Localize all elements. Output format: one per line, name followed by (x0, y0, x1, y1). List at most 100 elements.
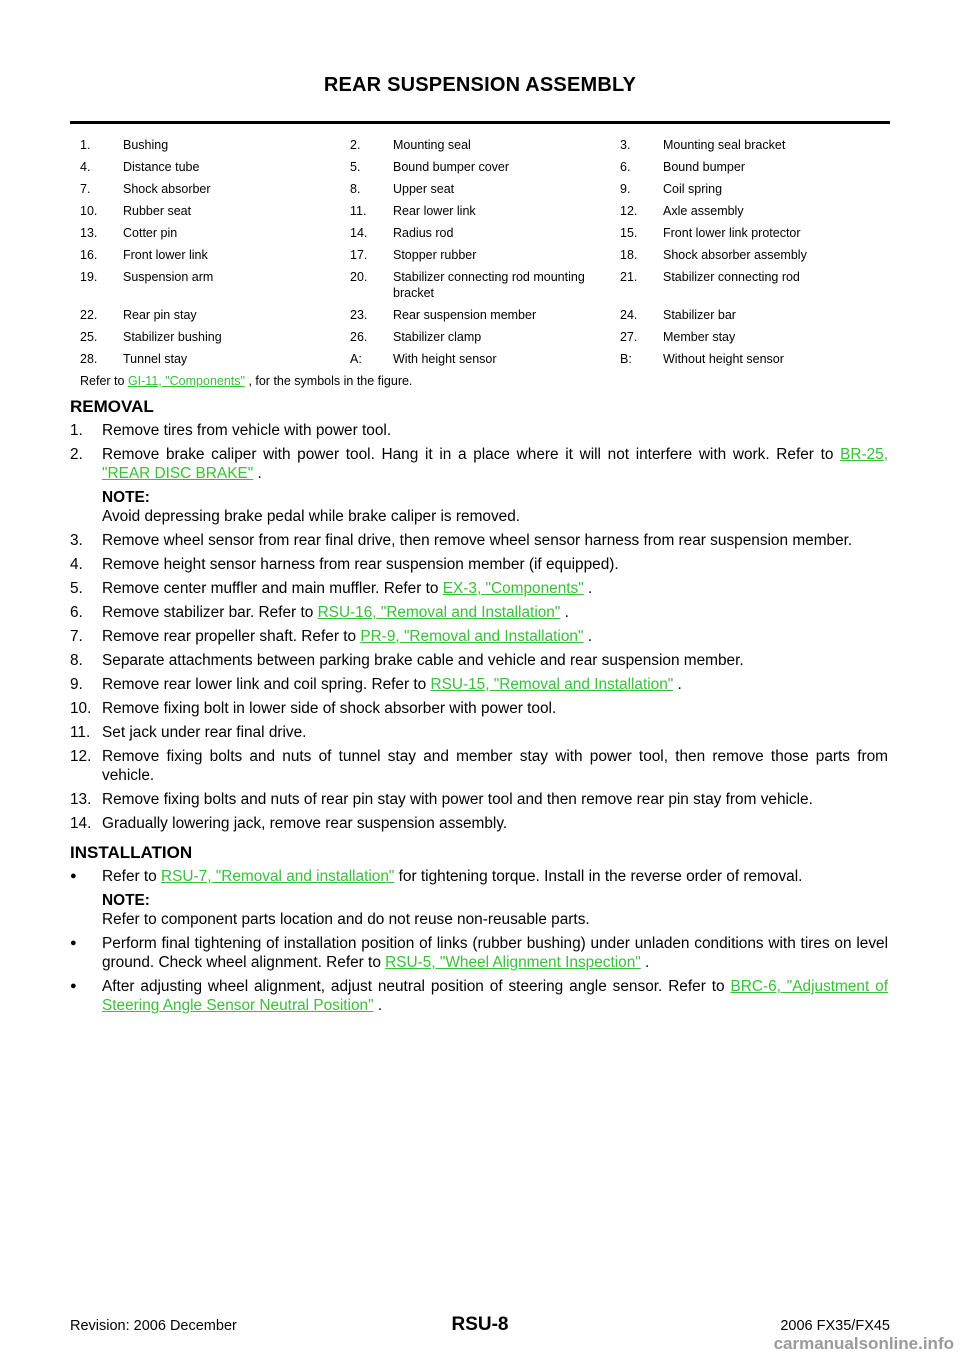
bullet-text: Refer to RSU-7, "Removal and installatio… (102, 868, 803, 885)
legend-item-number: 23. (350, 308, 368, 322)
note-block: NOTE: Refer to component parts location … (102, 891, 888, 929)
removal-step: 11. Set jack under rear final drive. (70, 723, 888, 742)
removal-step: 6. Remove stabilizer bar. Refer to RSU-1… (70, 603, 888, 622)
legend-item: 4. Distance tube (80, 159, 350, 175)
page-footer: Revision: 2006 December RSU-8 2006 FX35/… (70, 1314, 890, 1338)
step-text: Set jack under rear final drive. (102, 724, 307, 741)
removal-step: 4. Remove height sensor harness from rea… (70, 555, 888, 574)
legend-item-number: B: (620, 352, 632, 366)
main-content: REMOVAL 1. Remove tires from vehicle wit… (70, 397, 888, 1020)
installation-bullet: ● Refer to RSU-7, "Removal and installat… (70, 867, 888, 886)
ref-link-ex-3[interactable]: EX-3, "Components" (442, 580, 584, 597)
legend-item-label: Front lower link (123, 248, 208, 262)
step-number: 6. (70, 604, 83, 621)
legend-item-number: 27. (620, 330, 638, 344)
legend-item: 18.Shock absorber assembly (620, 247, 890, 263)
removal-step: 1. Remove tires from vehicle with power … (70, 421, 888, 440)
watermark: carmanualsonline.info (773, 1334, 954, 1353)
removal-step: 10. Remove fixing bolt in lower side of … (70, 699, 888, 718)
legend-item-label: Mounting seal (393, 138, 471, 152)
removal-step: 7. Remove rear propeller shaft. Refer to… (70, 627, 888, 646)
ref-link-gi-11[interactable]: GI-11, "Components" (127, 374, 245, 388)
removal-heading: REMOVAL (70, 397, 154, 416)
legend-item: 12.Axle assembly (620, 203, 890, 219)
legend-item: 10. Rubber seat (80, 203, 350, 219)
legend-item: 6.Bound bumper (620, 159, 890, 175)
step-number: 7. (70, 628, 83, 645)
legend-item: 14.Radius rod (350, 225, 620, 241)
page-title: REAR SUSPENSION ASSEMBLY (323, 74, 637, 96)
legend-item-number: 21. (620, 270, 638, 284)
bullet-icon: ● (70, 870, 77, 882)
legend-item: B:Without height sensor (620, 351, 890, 367)
legend-item-label: Shock absorber assembly (663, 248, 807, 262)
bullet-text: After adjusting wheel alignment, adjust … (102, 978, 888, 1014)
legend-item-label: Stabilizer clamp (393, 330, 482, 344)
legend-item-label: Front lower link protector (663, 226, 801, 240)
ref-link-brc-6[interactable]: BRC-6, "Adjustment of Steering Angle Sen… (102, 978, 888, 1014)
step-number: 10. (70, 700, 92, 717)
legend-item: 5.Bound bumper cover (350, 159, 620, 175)
installation-bullet: ● After adjusting wheel alignment, adjus… (70, 977, 888, 1015)
ref-link-rsu-5[interactable]: RSU-5, "Wheel Alignment Inspection" (385, 954, 641, 971)
legend-item-label: Suspension arm (123, 270, 214, 284)
legend-item: 26. Stabilizer clamp (350, 329, 620, 345)
legend-item-number: 4. (80, 160, 91, 174)
legend-item-label: Distance tube (123, 160, 200, 174)
legend-item-label: Rubber seat (123, 204, 192, 218)
legend-item: A:With height sensor (350, 351, 620, 367)
installation-heading: INSTALLATION (70, 843, 193, 862)
legend-item-number: 10. (80, 204, 98, 218)
legend-item-label: Coil spring (663, 182, 723, 196)
ref-link-rsu-7[interactable]: RSU-7, "Removal and installation" (161, 868, 395, 885)
legend-item-label: Upper seat (393, 182, 455, 196)
legend-item-number: 5. (350, 160, 361, 174)
step-number: 11. (70, 724, 91, 741)
ref-link-br-25[interactable]: BR-25, "REAR DISC BRAKE" (102, 446, 888, 482)
legend-item: 23. Rear suspension member (350, 307, 620, 323)
legend-item-number: 12. (620, 204, 638, 218)
step-text: Remove fixing bolts and nuts of tunnel s… (102, 748, 888, 784)
step-text: Remove stabilizer bar. Refer to RSU-16, … (102, 604, 569, 621)
legend-item-label: Stabilizer connecting rod mounting brack… (393, 270, 585, 300)
legend-item: 15. Front lower link protector (620, 225, 890, 241)
bullet-text: Perform final tightening of installation… (102, 935, 888, 971)
step-text: Remove center muffler and main muffler. … (102, 580, 593, 597)
legend-note: Refer to GI-11, "Components" , for the s… (80, 374, 413, 388)
legend-item: 1.Bushing (80, 137, 350, 153)
bullet-icon: ● (70, 937, 77, 949)
legend-item-number: 17. (350, 248, 368, 262)
ref-link-rsu-16[interactable]: RSU-16, "Removal and Installation" (317, 604, 561, 621)
legend-item-number: 9. (620, 182, 631, 196)
legend-item-label: Rear suspension member (393, 308, 537, 322)
legend-item-label: Member stay (663, 330, 736, 344)
page-number: RSU-8 (451, 1314, 509, 1335)
legend-item-label: Stabilizer connecting rod (663, 270, 800, 284)
legend-item-label: Bushing (123, 138, 169, 152)
step-number: 14. (70, 815, 92, 832)
legend-item-number: 20. (350, 270, 368, 284)
legend-item-number: 15. (620, 226, 638, 240)
legend-item-number: 13. (80, 226, 98, 240)
legend-item-label: With height sensor (393, 352, 497, 366)
ref-link-rsu-15[interactable]: RSU-15, "Removal and Installation" (430, 676, 674, 693)
legend-item-label: Mounting seal bracket (663, 138, 786, 152)
bullet-icon: ● (70, 980, 77, 992)
legend-item-number: 8. (350, 182, 361, 196)
legend-item-number: 16. (80, 248, 98, 262)
ref-link-pr-9[interactable]: PR-9, "Removal and Installation" (360, 628, 584, 645)
legend-item-number: 14. (350, 226, 368, 240)
legend-item: 9. Coil spring (620, 181, 890, 197)
legend-item: 2.Mounting seal (350, 137, 620, 153)
legend-item: 25.Stabilizer bushing (80, 329, 350, 345)
legend-item-number: 26. (350, 330, 368, 344)
legend-item-number: 6. (620, 160, 631, 174)
step-text: Remove wheel sensor from rear final driv… (102, 532, 853, 549)
